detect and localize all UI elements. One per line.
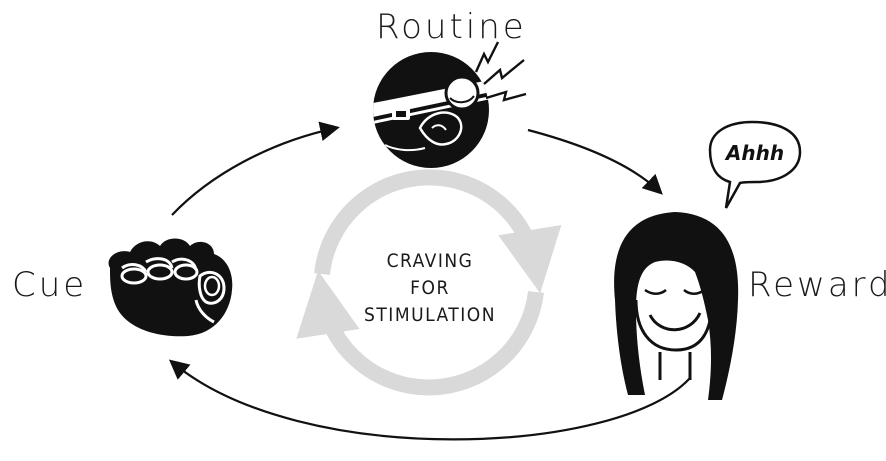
speech-bubble-text: Ahhh <box>724 141 784 165</box>
craving-label: CRAVING FOR STIMULATION <box>355 248 505 329</box>
craving-line-2: FOR <box>410 277 450 299</box>
reward-label: Reward <box>748 265 886 305</box>
arrow-routine-to-reward <box>527 128 663 195</box>
craving-line-1: CRAVING <box>386 250 474 272</box>
arrow-reward-to-cue <box>168 359 691 441</box>
arrow-cue-to-routine <box>171 121 340 216</box>
craving-line-3: STIMULATION <box>364 304 496 326</box>
routine-label: Routine <box>376 7 527 47</box>
smiling-woman-icon <box>614 212 739 400</box>
fist-icon <box>108 238 233 337</box>
speech-bubble-icon: Ahhh <box>708 120 802 209</box>
cue-label: Cue <box>12 265 88 305</box>
head-bump-icon <box>373 41 527 168</box>
inner-cycle-icon <box>296 169 562 396</box>
